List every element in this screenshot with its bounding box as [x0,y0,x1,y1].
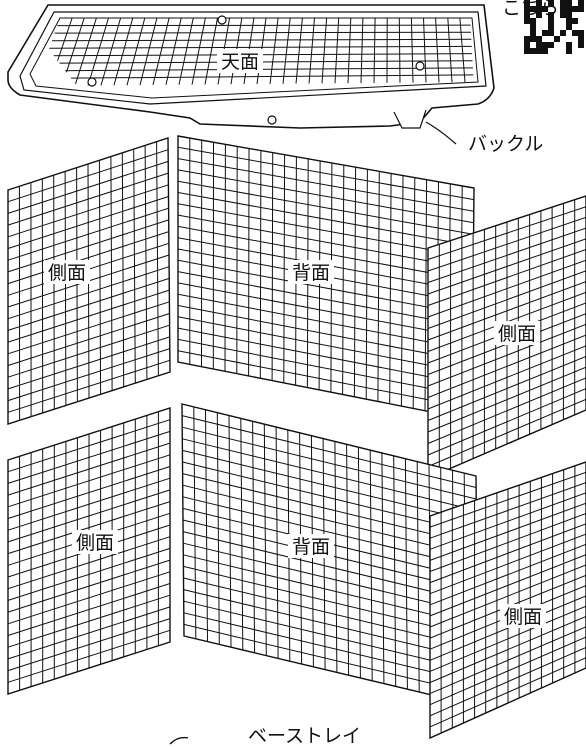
svg-text:側面: 側面 [76,532,114,554]
svg-text:天面: 天面 [221,51,259,73]
svg-text:側面: 側面 [48,262,86,284]
svg-text:背面: 背面 [292,262,330,284]
label-lower-left-side: 側面 [72,530,118,554]
base-tray-edge [169,736,189,745]
svg-text:背面: 背面 [292,536,330,558]
label-upper-right-side: 側面 [494,321,540,345]
qr-code [524,0,584,54]
label-upper-left-side: 側面 [44,260,90,284]
buckle-leader-line [425,121,457,145]
label-top-panel: 天面 [217,49,263,73]
label-lower-back: 背面 [288,534,334,558]
label-base-tray: ベーストレイ [248,725,361,747]
label-buckle: バックル [468,133,543,155]
label-qr-caption: こちら [502,0,559,19]
label-lower-right-side: 側面 [500,604,546,628]
svg-text:側面: 側面 [504,606,542,628]
svg-text:側面: 側面 [498,323,536,345]
lower-right-side-panel [429,461,586,740]
label-upper-back: 背面 [288,260,334,284]
